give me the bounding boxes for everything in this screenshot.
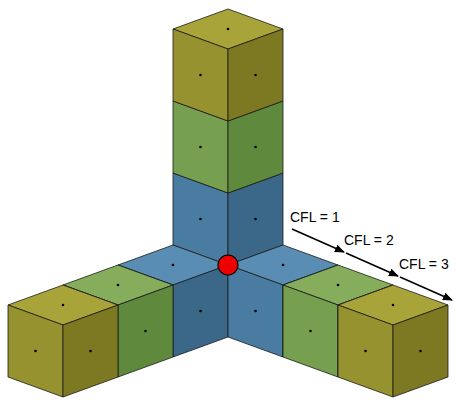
cfl-label: CFL = 2 xyxy=(343,232,395,248)
center-vertex xyxy=(218,255,238,275)
cube-side-face xyxy=(228,29,283,121)
cell-center-dot xyxy=(227,28,230,31)
cell-center-dot xyxy=(282,264,285,267)
cell-center-dot xyxy=(34,350,37,353)
cube-side-face xyxy=(338,305,393,397)
direction-arrow xyxy=(400,277,452,300)
cell-center-dot xyxy=(62,304,65,307)
cube-side-face xyxy=(228,265,283,357)
cube-side-face xyxy=(118,285,173,377)
cell-center-dot xyxy=(364,350,367,353)
cube-side-face xyxy=(283,285,338,377)
cfl-label: CFL = 1 xyxy=(289,209,341,225)
cube-side-face xyxy=(63,305,118,397)
cell-center-dot xyxy=(254,218,257,221)
cell-center-dot xyxy=(392,304,395,307)
cell-center-dot xyxy=(144,330,147,333)
cell-center-dot xyxy=(199,146,202,149)
cell-center-dot xyxy=(337,284,340,287)
cell-center-dot xyxy=(254,310,257,313)
cube-side-face xyxy=(8,305,63,397)
cell-center-dot xyxy=(199,218,202,221)
direction-arrow xyxy=(346,253,398,276)
cell-center-dot xyxy=(419,350,422,353)
cell-center-dot xyxy=(172,264,175,267)
cell-center-dot xyxy=(89,350,92,353)
cell-center-dot xyxy=(117,284,120,287)
cube-side-face xyxy=(393,305,448,397)
cell-center-dot xyxy=(199,74,202,77)
cell-center-dot xyxy=(199,310,202,313)
direction-arrow xyxy=(292,229,344,252)
cube-side-face xyxy=(173,29,228,121)
cell-center-dot xyxy=(254,146,257,149)
cell-center-dot xyxy=(254,74,257,77)
cube-side-face xyxy=(173,265,228,357)
cfl-label: CFL = 3 xyxy=(398,256,450,272)
cell-center-dot xyxy=(309,330,312,333)
